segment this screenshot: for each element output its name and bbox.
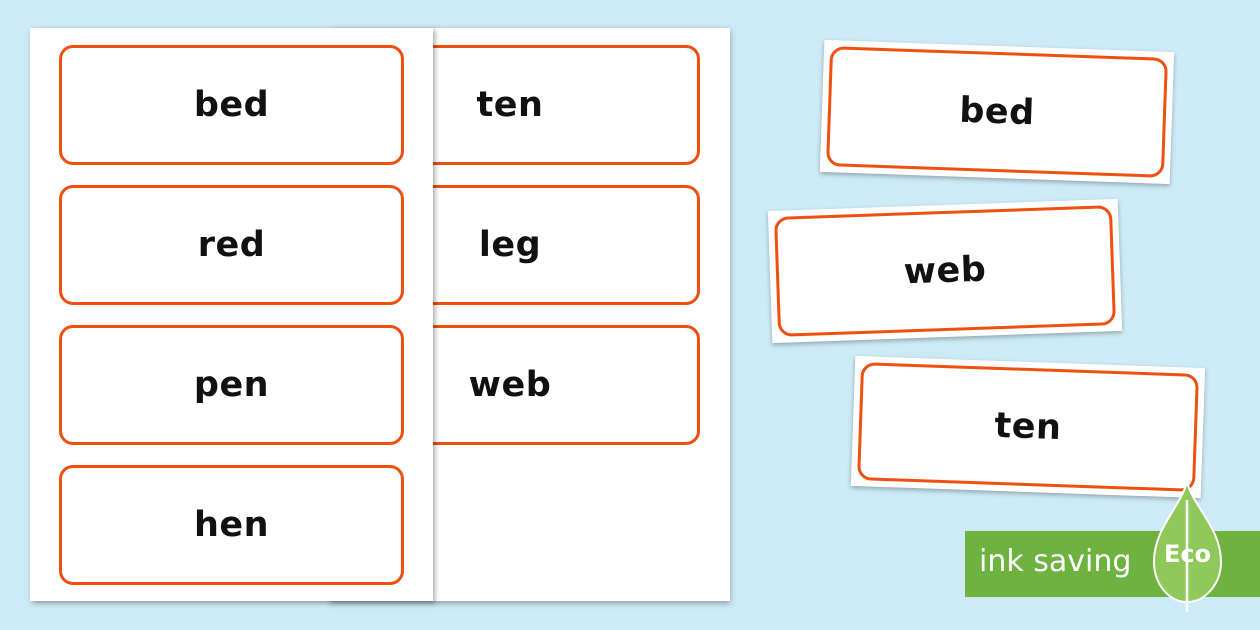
card-word: bed bbox=[958, 90, 1036, 134]
card-word: hen bbox=[193, 505, 270, 545]
card-word: leg bbox=[478, 225, 542, 265]
word-card: bed bbox=[59, 45, 404, 165]
word-card: hen bbox=[59, 465, 404, 585]
card-word: web bbox=[902, 249, 987, 293]
card-word: ten bbox=[993, 405, 1063, 449]
card-word: ten bbox=[476, 85, 544, 125]
card-word: web bbox=[468, 365, 552, 405]
loose-word-card: bed bbox=[819, 39, 1175, 185]
word-card: pen bbox=[59, 325, 404, 445]
card-word: red bbox=[197, 225, 266, 265]
card-word: pen bbox=[193, 365, 270, 405]
loose-word-card: ten bbox=[850, 355, 1206, 499]
leaf-icon bbox=[1152, 480, 1223, 612]
word-card: red bbox=[59, 185, 404, 305]
card-word: bed bbox=[193, 85, 270, 125]
ink-saving-label: ink saving bbox=[979, 544, 1132, 579]
loose-word-card: web bbox=[767, 198, 1123, 344]
worksheet-front-page: bed red pen hen bbox=[30, 28, 433, 601]
eco-label: Eco bbox=[1163, 540, 1212, 568]
